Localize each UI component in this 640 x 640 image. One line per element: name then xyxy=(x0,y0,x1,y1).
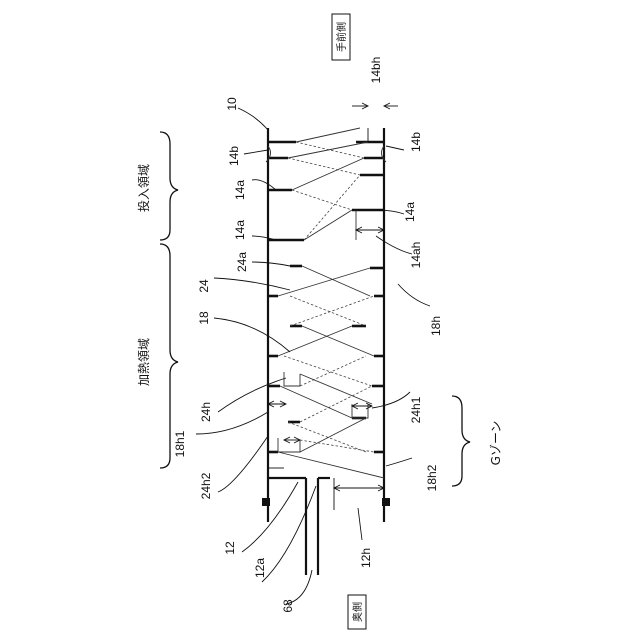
region-braces xyxy=(160,132,470,486)
ref-12: 12 xyxy=(223,541,237,555)
ref-14b-left: 14b xyxy=(227,146,241,166)
input-region-brace xyxy=(160,132,178,240)
ref-14b-right: 14b xyxy=(409,132,423,152)
ref-14ah: 14ah xyxy=(409,242,423,269)
ref-18h1: 18h1 xyxy=(173,430,187,457)
ref-10: 10 xyxy=(225,97,239,111)
back-side-label: 奥側 xyxy=(351,602,364,622)
dimension-arrows xyxy=(268,103,398,510)
right-wall-foot xyxy=(382,498,390,506)
left-wall-foot xyxy=(262,498,270,506)
furnace-walls xyxy=(262,128,390,522)
ref-14a-1: 14a xyxy=(233,180,247,200)
front-side-label: 手前側 xyxy=(335,22,348,52)
ref-18h2: 18h2 xyxy=(425,464,439,491)
ref-24h2: 24h2 xyxy=(199,472,213,499)
ref-68: 68 xyxy=(281,599,295,613)
front-side-box: 手前側 xyxy=(332,14,350,60)
ref-18: 18 xyxy=(197,311,211,325)
heating-region-label: 加熱領域 xyxy=(136,338,151,386)
ref-14a-2: 14a xyxy=(233,220,247,240)
ref-24: 24 xyxy=(197,279,211,293)
ref-24a: 24a xyxy=(235,252,249,272)
ref-24h1: 24h1 xyxy=(409,396,423,423)
g-zone-brace xyxy=(452,396,470,486)
ref-18h: 18h xyxy=(429,316,443,336)
ref-12h: 12h xyxy=(359,548,373,568)
ref-14bh: 14bh xyxy=(369,57,383,84)
back-side-box: 奥側 xyxy=(348,595,366,629)
input-region-label: 投入領域 xyxy=(136,164,151,212)
ref-24h: 24h xyxy=(199,402,213,422)
g-zone-label: Gゾーン xyxy=(489,421,503,466)
input-baffles xyxy=(266,142,386,240)
leader-lines xyxy=(196,108,430,604)
flow-paths xyxy=(278,128,384,478)
ref-12a: 12a xyxy=(253,558,267,578)
ref-14a-3: 14a xyxy=(403,202,417,222)
